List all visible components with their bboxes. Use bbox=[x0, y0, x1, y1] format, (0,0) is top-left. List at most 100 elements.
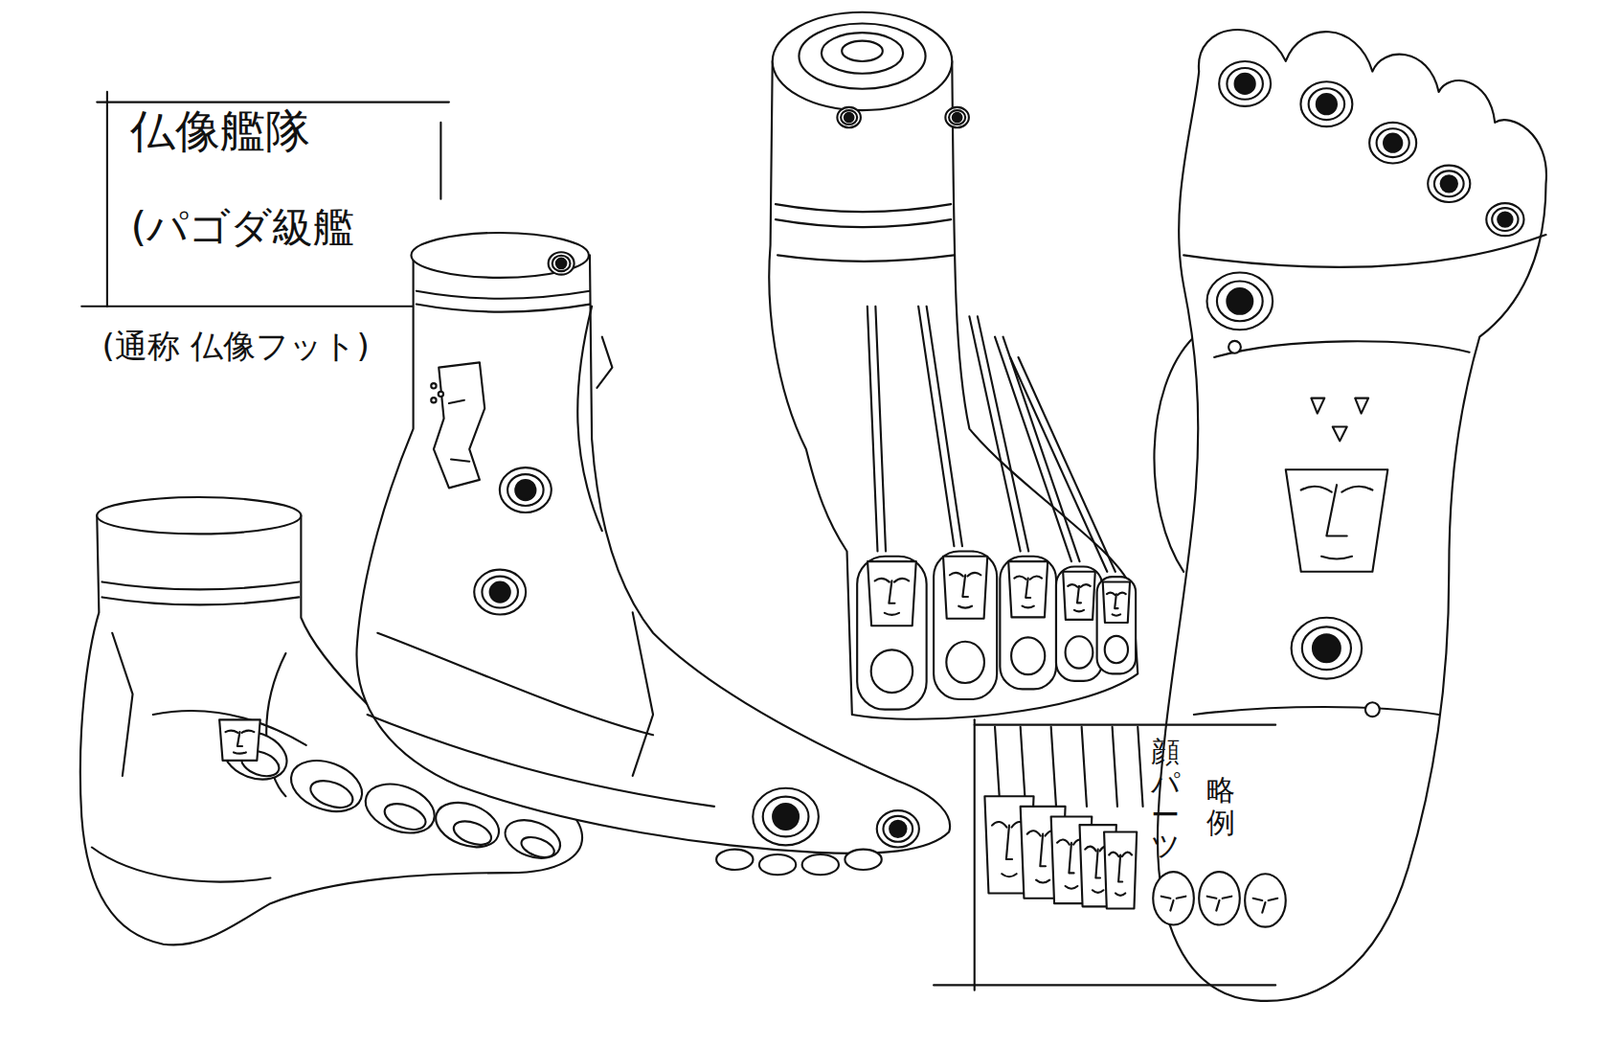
line-art bbox=[91, 847, 271, 882]
line-art bbox=[499, 467, 552, 513]
line-art bbox=[772, 803, 799, 830]
line-art bbox=[112, 632, 133, 776]
line-art bbox=[632, 611, 654, 776]
line-art bbox=[450, 816, 496, 850]
line-art bbox=[1051, 726, 1057, 807]
line-art bbox=[1441, 175, 1458, 192]
line-art bbox=[777, 254, 954, 261]
line-art bbox=[1008, 561, 1048, 617]
line-art bbox=[889, 820, 906, 837]
line-art bbox=[1434, 170, 1465, 197]
line-art bbox=[952, 112, 963, 123]
line-art bbox=[994, 726, 1000, 807]
line-art bbox=[1056, 565, 1103, 680]
line-art bbox=[967, 572, 981, 577]
line-art bbox=[1104, 635, 1128, 663]
class-name: (パゴダ級艦 bbox=[130, 199, 354, 256]
line-art bbox=[429, 793, 506, 855]
line-art bbox=[96, 496, 301, 534]
line-art bbox=[1122, 852, 1132, 857]
line-art bbox=[752, 788, 819, 846]
line-art bbox=[518, 833, 558, 861]
line-art bbox=[1103, 581, 1130, 623]
line-art bbox=[1104, 832, 1137, 909]
line-art bbox=[1068, 842, 1074, 874]
line-art bbox=[1114, 593, 1118, 609]
line-art bbox=[1011, 636, 1045, 675]
line-art bbox=[1214, 340, 1469, 358]
line-art bbox=[943, 556, 988, 619]
line-art bbox=[1115, 892, 1126, 895]
line-art bbox=[871, 649, 913, 693]
line-art bbox=[1206, 272, 1273, 331]
line-art bbox=[977, 315, 1029, 551]
heading-text: 仏像艦隊 bbox=[130, 102, 354, 163]
line-art bbox=[410, 232, 588, 278]
line-art bbox=[1176, 896, 1187, 899]
line-art bbox=[1036, 879, 1050, 883]
line-art bbox=[438, 391, 444, 397]
line-art bbox=[1312, 633, 1341, 662]
line-art bbox=[1092, 889, 1105, 893]
title-frame: 仏像艦隊 (パゴダ級艦 bbox=[130, 102, 354, 256]
line-art bbox=[449, 400, 465, 404]
line-art bbox=[1081, 726, 1087, 807]
line-art bbox=[1316, 93, 1337, 114]
line-art bbox=[1108, 852, 1119, 857]
line-art bbox=[284, 750, 370, 820]
line-art bbox=[1207, 896, 1217, 899]
line-art bbox=[999, 556, 1057, 690]
line-art bbox=[1427, 165, 1470, 203]
line-art bbox=[1030, 576, 1042, 580]
line-art bbox=[1074, 609, 1084, 612]
line-art bbox=[1491, 207, 1518, 231]
line-art bbox=[430, 397, 436, 403]
line-art bbox=[1216, 280, 1263, 321]
line-art bbox=[367, 714, 715, 807]
line-art bbox=[1354, 398, 1369, 414]
nickname-note: (通称 仏像フット) bbox=[102, 324, 370, 370]
line-art bbox=[1001, 873, 1016, 877]
line-art bbox=[841, 41, 883, 62]
line-art bbox=[1153, 337, 1194, 572]
line-art bbox=[1170, 900, 1173, 911]
line-art bbox=[1369, 122, 1417, 164]
line-art bbox=[844, 112, 855, 123]
face-parts-box: 顔パーツ略例 bbox=[1150, 736, 1262, 862]
note-text: 顔パーツ bbox=[1150, 736, 1180, 862]
line-art bbox=[1261, 901, 1265, 913]
line-art bbox=[1376, 128, 1410, 158]
line-art bbox=[1097, 576, 1136, 674]
line-art bbox=[473, 569, 526, 615]
line-art bbox=[416, 291, 590, 299]
line-art bbox=[918, 306, 954, 546]
line-art bbox=[958, 606, 972, 609]
line-art bbox=[515, 479, 536, 500]
line-art bbox=[991, 821, 1007, 828]
line-art bbox=[1300, 81, 1353, 127]
line-art bbox=[1157, 29, 1547, 1001]
line-art bbox=[548, 251, 575, 274]
line-art bbox=[1010, 357, 1107, 572]
line-art bbox=[875, 578, 890, 583]
line-art bbox=[1062, 571, 1096, 620]
line-art bbox=[416, 304, 590, 313]
line-art bbox=[875, 306, 886, 552]
line-art bbox=[219, 719, 261, 761]
line-art bbox=[102, 581, 300, 589]
line-art bbox=[307, 775, 358, 813]
line-art bbox=[821, 32, 903, 74]
line-art bbox=[884, 612, 900, 615]
line-art bbox=[969, 315, 1020, 551]
line-art bbox=[1161, 896, 1172, 899]
line-art bbox=[1194, 706, 1440, 715]
line-art bbox=[948, 110, 966, 125]
line-art bbox=[1152, 871, 1195, 924]
line-art bbox=[106, 91, 109, 307]
line-art bbox=[759, 854, 796, 875]
line-art bbox=[1014, 576, 1026, 580]
line-art bbox=[933, 550, 997, 699]
line-art bbox=[1006, 825, 1013, 859]
line-art bbox=[775, 203, 951, 212]
